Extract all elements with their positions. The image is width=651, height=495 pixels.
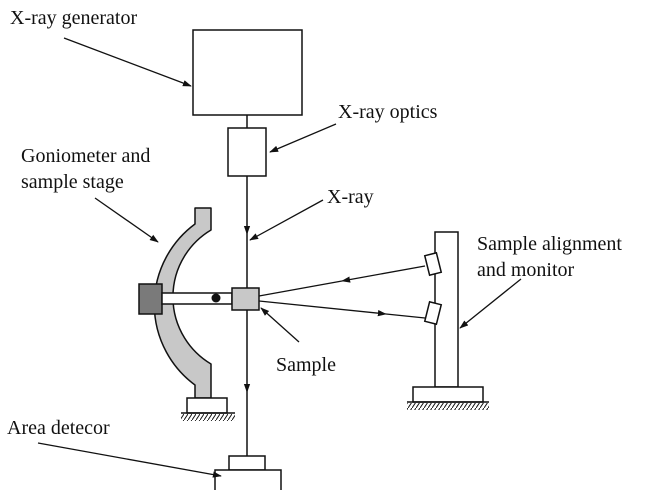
label-goniometer-line2: sample stage (21, 171, 124, 193)
label-sample-alignment-line1: Sample alignment (477, 233, 622, 255)
xray-generator-leader (63, 37, 192, 87)
xray-optics-leader (269, 123, 337, 153)
monitor-ground-hatch (407, 403, 489, 410)
goniometer-pivot (211, 293, 221, 303)
label-sample: Sample (276, 354, 336, 376)
alignment-beam-in-tail (258, 280, 343, 297)
goniometer-arm (161, 292, 233, 305)
label-area-detector: Area detecor (7, 417, 110, 439)
label-goniometer-line1: Goniometer and (21, 145, 151, 167)
alignment-beam-out (258, 300, 387, 317)
xray-generator-box (192, 29, 303, 116)
alignment-beam-in (341, 265, 426, 283)
label-xray-optics: X-ray optics (338, 101, 438, 123)
area-detector-body (214, 469, 282, 490)
label-sample-alignment-line2: and monitor (477, 259, 575, 281)
label-xray: X-ray (327, 186, 374, 208)
area-detector-window (228, 455, 266, 471)
alignment-camera-lower (423, 300, 443, 326)
xray-optics-box (227, 127, 267, 177)
goniometer-leader (94, 197, 159, 243)
xray-leader (249, 199, 324, 241)
alignment-beam-out-tail (385, 313, 426, 319)
goniometer-base (186, 397, 228, 414)
sample-leader (260, 307, 300, 343)
goniometer-block (138, 283, 163, 315)
monitor-stand-base (412, 386, 484, 403)
sample-alignment-leader (459, 278, 522, 329)
goniometer-arc (153, 207, 212, 399)
label-xray-generator: X-ray generator (10, 7, 138, 29)
sample-block (231, 287, 260, 311)
area-detector-leader (37, 442, 222, 478)
alignment-camera-upper (423, 251, 443, 277)
goniometer-ground-hatch (181, 414, 235, 421)
